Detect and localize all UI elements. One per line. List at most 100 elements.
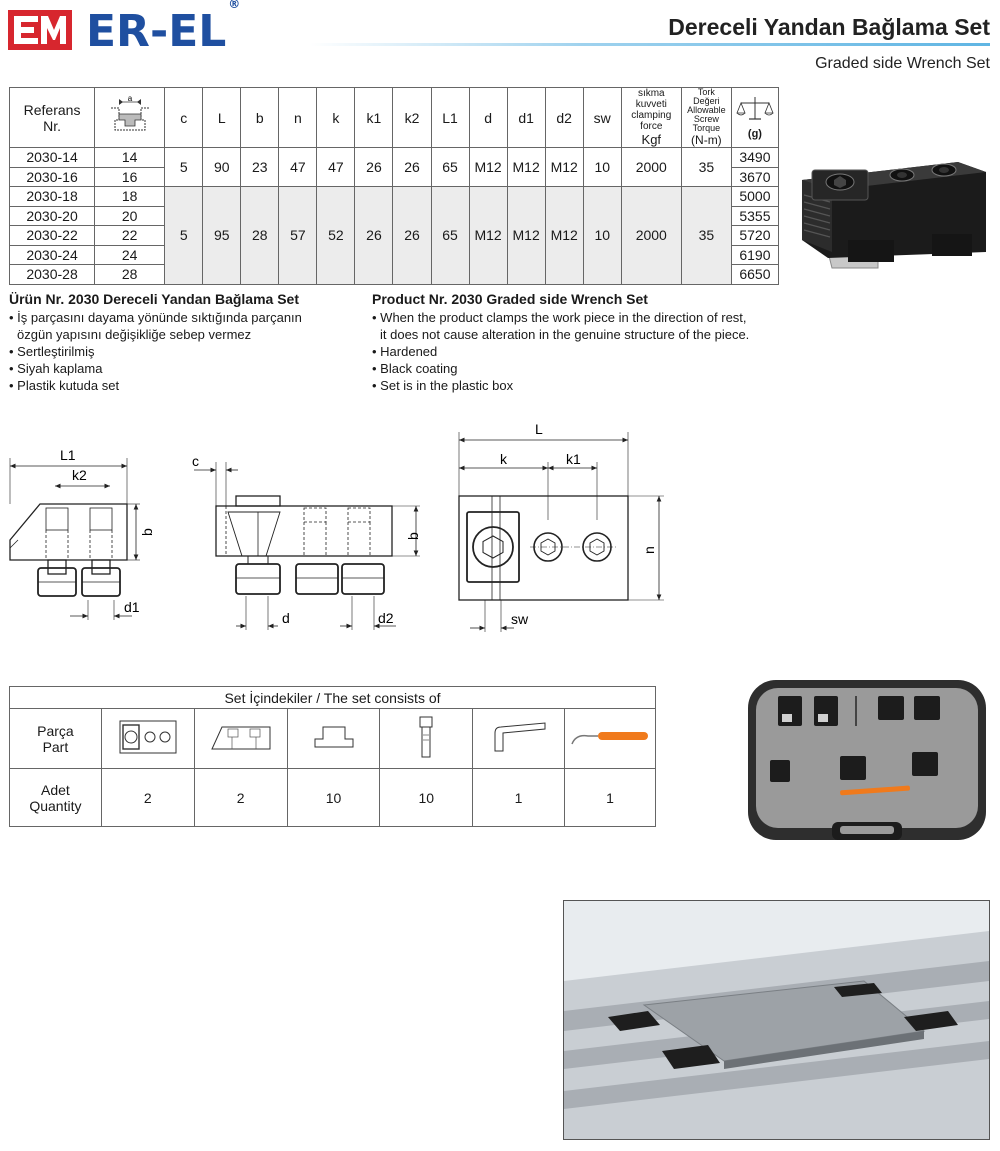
cell-ref: 2030-16 [8,166,96,187]
logo-mark [8,10,72,50]
header-k2: k2 [392,87,432,148]
title-divider [310,43,990,46]
cell-force: 2000 [620,147,682,187]
qty-cell: 2 [100,768,195,827]
table-row: 2030-28 28 6650 [8,264,780,285]
table-row: 2030-14 14 5 90 23 47 47 26 26 65 M12 M1… [8,147,780,187]
label-d1: d1 [124,599,140,615]
cell-a: 22 [94,225,166,246]
label-k: k [500,451,508,467]
cell-b: 23 [240,147,280,187]
cell-weight: 5000 [730,186,780,207]
list-item: Set is in the plastic box [372,377,792,394]
cell-torque: 35 [680,147,732,187]
qty-cell: 1 [563,768,657,827]
list-item: Hardened [372,343,792,360]
header-d: d [468,87,508,148]
cell-d1: M12 [506,186,546,285]
description-en: Product Nr. 2030 Graded side Wrench Set … [372,291,792,394]
drawing-side-block [194,462,420,630]
label-d2: d2 [378,610,394,626]
cell-sw: 10 [582,147,622,187]
cell-c: 5 [164,147,204,187]
header-force: sıkma kuvveti clamping force Kgf [620,87,682,148]
cell-L1: 65 [430,147,470,187]
cell-weight: 6650 [730,264,780,285]
cell-k: 47 [316,147,356,187]
cell-k: 52 [316,186,356,285]
header-n: n [278,87,318,148]
drawing-side-wedge [9,458,140,620]
cell-a: 28 [94,264,166,285]
svg-text:a: a [127,96,132,103]
qty-cell: 10 [286,768,381,827]
cell-k1: 26 [354,186,394,285]
header-L1: L1 [430,87,470,148]
cell-d2: M12 [544,147,584,187]
cell-L: 95 [202,186,242,285]
list-item: it does not cause alteration in the genu… [380,327,750,342]
cell-weight: 3670 [730,166,780,187]
label-b-mid: b [405,532,421,540]
cell-b: 28 [240,186,280,285]
table-row: 2030-16 16 3670 [8,166,780,187]
label-d: d [282,610,290,626]
cell-n: 47 [278,147,318,187]
cell-weight: 6190 [730,244,780,265]
part-hex-key-icon [472,708,565,769]
cell-ref: 2030-20 [8,205,96,226]
header-sw: sw [582,87,622,148]
label-L1: L1 [60,447,76,463]
part-clamp-block-icon [100,708,195,769]
label-c: c [192,453,199,469]
header-weight: (g) [730,87,780,148]
label-n: n [641,546,657,554]
cell-k2: 26 [392,147,432,187]
cell-torque: 35 [680,186,732,285]
list-item: İş parçasını dayama yönünde sıktığında p… [9,309,359,326]
label-k2: k2 [72,467,87,483]
part-screw-icon [379,708,474,769]
qty-cell: 1 [472,768,565,827]
label-b-left: b [139,528,155,536]
part-scraper-icon [563,708,657,769]
header-k: k [316,87,356,148]
cell-force: 2000 [620,186,682,285]
list-item: Plastik kutuda set [9,377,359,394]
list-item: Sertleştirilmiş [9,343,359,360]
cell-a: 16 [94,166,166,187]
header-k1: k1 [354,87,394,148]
label-k1: k1 [566,451,581,467]
set-contents-table: Set İçindekiler / The set consists of Pa… [9,686,657,827]
header-d1: d1 [506,87,546,148]
part-t-nut-icon [286,708,381,769]
cell-a: 20 [94,205,166,226]
drawing-top-view [458,432,664,632]
cell-ref: 2030-28 [8,264,96,285]
cell-ref: 2030-18 [8,186,96,207]
label-sw: sw [511,611,529,627]
qty-cell: 2 [193,768,288,827]
header-b: b [240,87,280,148]
technical-drawings: L1 k2 b d1 c [9,421,664,632]
cell-L1: 65 [430,186,470,285]
cell-ref: 2030-14 [8,147,96,168]
cell-weight: 3490 [730,147,780,168]
description-tr: Ürün Nr. 2030 Dereceli Yandan Bağlama Se… [9,291,359,394]
cell-ref: 2030-24 [8,244,96,265]
cell-d2: M12 [544,186,584,285]
balance-scale-icon [736,97,774,120]
list-item: When the product clamps the work piece i… [372,309,792,326]
description-heading-tr: Ürün Nr. 2030 Dereceli Yandan Bağlama Se… [9,291,299,307]
list-item: özgün yapısını değişikliğe sebep vermez [17,327,252,342]
cell-d: M12 [468,186,508,285]
qty-cell: 10 [379,768,474,827]
cell-a: 18 [94,186,166,207]
plastic-case-image [744,676,990,848]
cell-a: 14 [94,147,166,168]
